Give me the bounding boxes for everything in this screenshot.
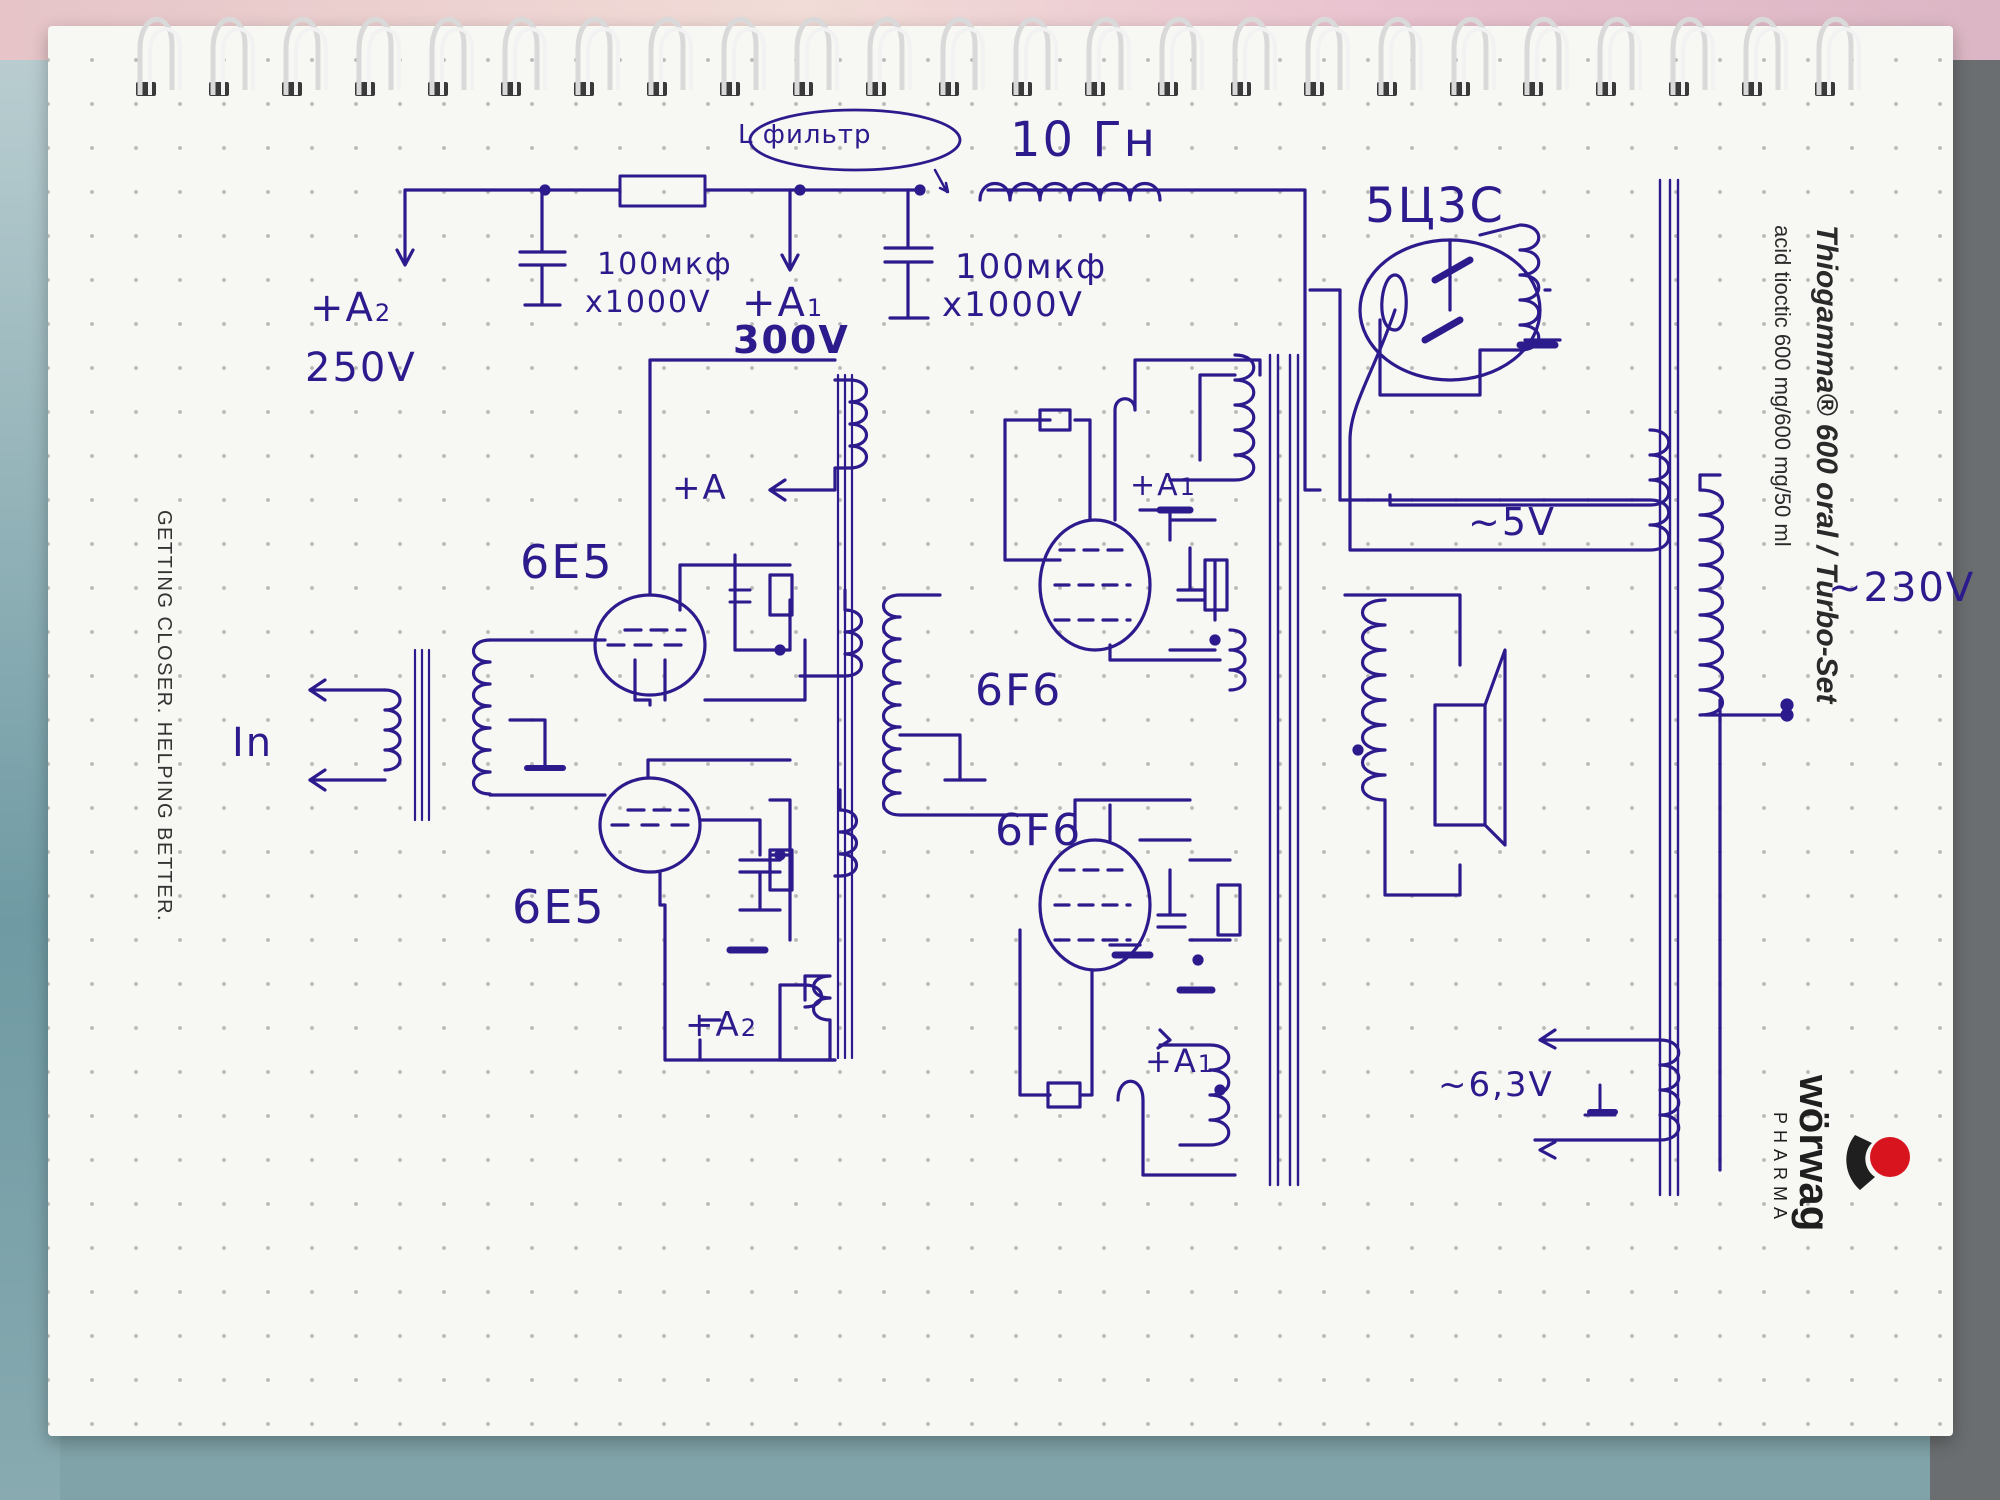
- cap1-value: 100мкф: [597, 247, 733, 282]
- binding-ring: [1304, 16, 1350, 96]
- output-a1-bottom-label: +A1: [1145, 1042, 1215, 1080]
- binding-ring: [720, 16, 766, 96]
- filament-5v-label: ~5V: [1468, 500, 1557, 544]
- binding-ring: [1742, 16, 1788, 96]
- binding-ring: [428, 16, 474, 96]
- driver-tube-1: [593, 358, 837, 707]
- input-transformer: [308, 638, 607, 822]
- worwag-logo-mark: [1846, 1135, 1910, 1190]
- binding-ring: [355, 16, 401, 96]
- binding-ring: [1815, 16, 1861, 96]
- binding-ring: [574, 16, 620, 96]
- supply-rail: [395, 108, 1322, 492]
- notebook-slogan: GETTING CLOSER. HELPING BETTER.: [153, 510, 175, 923]
- binding-ring: [1012, 16, 1058, 96]
- binding-ring: [1158, 16, 1204, 96]
- binding-ring: [282, 16, 328, 96]
- logo-subtext: PHARMA: [1770, 1112, 1790, 1226]
- interstage-a-label: +A: [672, 468, 728, 508]
- rectifier-tube-label: 5Ц3С: [1365, 178, 1505, 234]
- binding-ring: [501, 16, 547, 96]
- cap2-value: 100мкф: [955, 247, 1108, 287]
- filter-resistor: [618, 174, 707, 208]
- driver-tube-1-label: 6E5: [520, 535, 614, 589]
- output-tube-1: [1003, 358, 1262, 662]
- binding-ring: [1231, 16, 1277, 96]
- logo-text: wörwag: [1791, 1075, 1838, 1232]
- rail-a2-label: +A2: [310, 285, 393, 331]
- binding-ring: [1377, 16, 1423, 96]
- cap2-voltage: x1000V: [942, 285, 1084, 325]
- rail-a1-voltage: 300V: [733, 318, 850, 362]
- output-tube-2: [1018, 798, 1242, 1177]
- output-a1-top-label: +A1: [1130, 468, 1197, 503]
- binding-ring: [1523, 16, 1569, 96]
- binding-ring: [1450, 16, 1496, 96]
- interstage-a2-label: +A2: [685, 1005, 759, 1045]
- power-transformer: [1533, 178, 1794, 1197]
- binding-ring: [1596, 16, 1642, 96]
- rectifier-tube: [1308, 223, 1671, 552]
- output-transformer: [1156, 353, 1462, 1187]
- notebook-page: [48, 26, 1953, 1436]
- interstage-transformer: [768, 373, 868, 1062]
- rail-a2-voltage: 250V: [305, 345, 417, 391]
- binding-ring: [939, 16, 985, 96]
- filter-circle: [748, 108, 962, 172]
- choke-label: 10 Гн: [1010, 112, 1157, 168]
- binding-ring: [1669, 16, 1715, 96]
- input-label: In: [232, 720, 274, 766]
- binding-ring: [647, 16, 693, 96]
- filter-capacitor-1: [518, 188, 567, 307]
- brand-title: Thiogamma® 600 oral / Turbo-Set: [1810, 225, 1843, 704]
- binding-ring: [136, 16, 182, 96]
- driver-2-plate-winding: [698, 974, 832, 1062]
- binding-ring: [209, 16, 255, 96]
- brand-subtitle: acid tioctic 600 mg/600 mg/50 ml: [1770, 225, 1795, 547]
- filter-label: L фильтр: [738, 120, 872, 150]
- filament-63v-label: ~6,3V: [1438, 1065, 1554, 1105]
- speaker: [1433, 648, 1507, 847]
- output-tube-1-label: 6F6: [975, 665, 1063, 716]
- filter-capacitor-2: [883, 188, 934, 320]
- choke-coil: [978, 182, 1162, 202]
- driver-tube-2: [598, 758, 837, 1062]
- binding-ring: [866, 16, 912, 96]
- binding-ring: [793, 16, 839, 96]
- phase-splitter-transformer: [882, 593, 1047, 817]
- binding-ring: [1085, 16, 1131, 96]
- driver-tube-2-label: 6E5: [512, 880, 606, 934]
- spiral-binding: [136, 16, 1861, 96]
- mains-voltage-label: ~230V: [1828, 565, 1976, 611]
- rail-a1-label: +A1: [742, 280, 825, 326]
- output-tube-2-label: 6F6: [995, 805, 1083, 856]
- cap1-voltage: x1000V: [585, 285, 712, 320]
